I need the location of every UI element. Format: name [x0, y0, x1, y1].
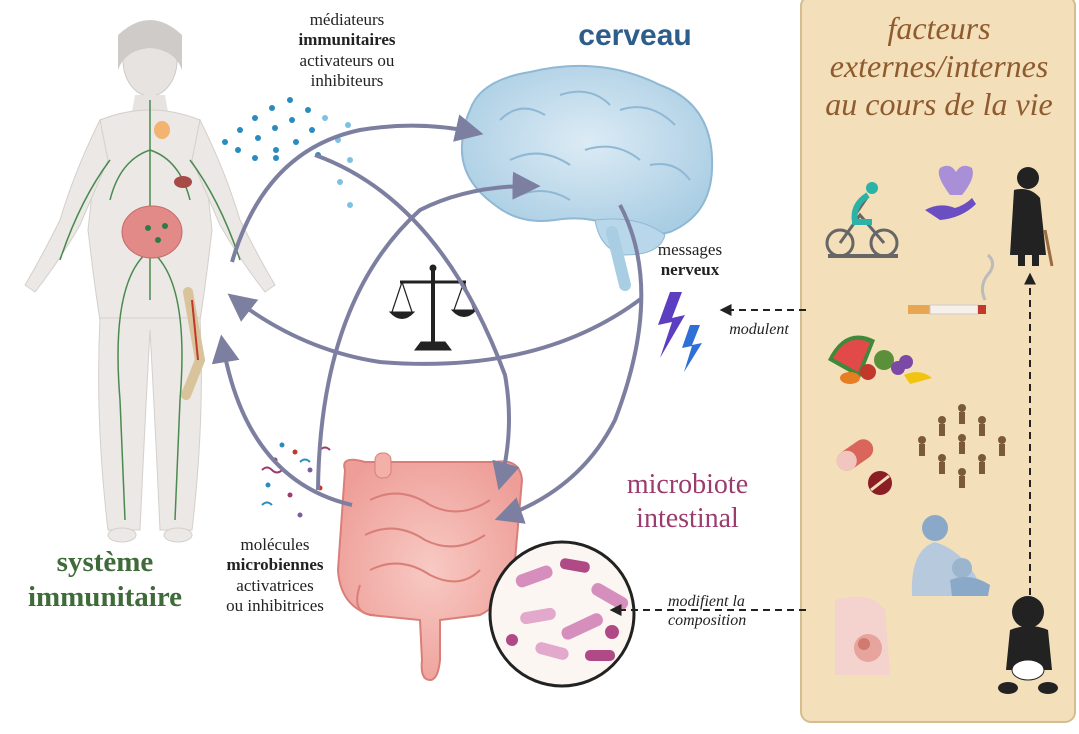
elderly-person-icon: [1010, 167, 1054, 267]
pill-icon: [836, 439, 892, 495]
baby-icon: [998, 596, 1058, 694]
people-network-icon: [918, 404, 1006, 488]
cycle-arrows: [211, 114, 644, 524]
life-factors-panel: [800, 0, 1076, 723]
microbes-magnifier-icon: [488, 540, 636, 688]
breastfeeding-icon: [911, 515, 990, 596]
immune-mediator-dots: [222, 97, 353, 208]
intestine-icon: [336, 452, 524, 682]
life-factors-title: facteurs externes/internes au cours de l…: [825, 10, 1053, 122]
heart-hand-icon: [925, 165, 976, 220]
microbial-molecules-label: molécules microbiennes activatrices ou i…: [226, 535, 324, 616]
cyclist-icon: [825, 182, 899, 258]
nerve-messages-label: messages nerveux: [657, 240, 723, 280]
human-body-icon: [24, 20, 276, 543]
immune-mediators-label: médiateurs immunitaires activateurs ou i…: [298, 10, 396, 91]
balance-scale-icon: [388, 264, 478, 351]
lightning-icon: [658, 292, 702, 372]
fruits-vegetables-icon: [828, 335, 932, 384]
dashed-connectors: [609, 272, 1036, 616]
pregnancy-icon: [835, 596, 890, 675]
modulate-label: modulent: [729, 321, 789, 338]
immune-system-title: système immunitaire: [27, 546, 183, 613]
brain-title: cerveau: [578, 19, 692, 52]
microbiota-title: microbiote intestinal: [626, 469, 749, 534]
modify-composition-label: modifient la composition: [668, 593, 747, 630]
cigarette-icon: [908, 253, 995, 315]
